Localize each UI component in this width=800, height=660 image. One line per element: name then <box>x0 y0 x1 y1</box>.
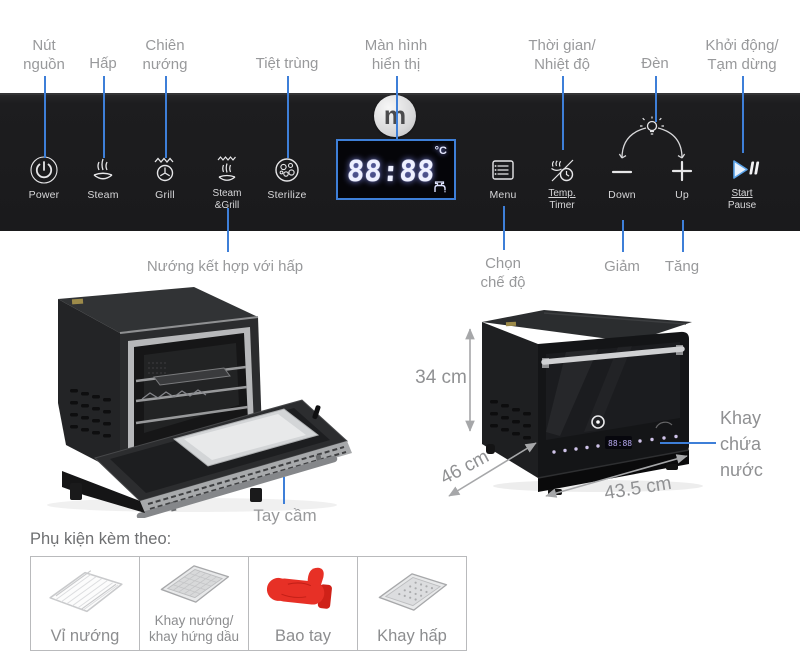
steam-icon <box>61 153 145 187</box>
accessory-label: Khay nướng/ khay hứng dầu <box>148 613 240 644</box>
temp-timer-icon <box>520 153 604 187</box>
callout-down: Giảm <box>604 258 640 275</box>
power-label: Power <box>28 189 60 201</box>
sterilize-button: Sterilize <box>245 153 329 201</box>
callout-line-light <box>655 76 657 122</box>
callout-line-temp-timer <box>562 76 564 150</box>
display-digits: 88:88 <box>346 154 436 188</box>
callout-line-steam <box>103 76 105 158</box>
grill-button: Grill <box>123 153 207 201</box>
height-dimension: 34 cm <box>415 367 467 388</box>
start-pause-label-line1: Start <box>731 188 753 199</box>
callout-line-steam-grill <box>227 208 229 252</box>
menu-icon <box>461 153 545 187</box>
callout-up: Tăng <box>664 258 700 275</box>
callout-line-sterilize <box>287 76 289 158</box>
callout-temp-timer: Thời gian/Nhiệt độ <box>528 37 596 73</box>
sterilize-icon <box>245 153 329 187</box>
callout-steam: Hấp <box>89 55 117 72</box>
callout-light: Đèn <box>641 55 669 72</box>
up-icon <box>640 153 724 187</box>
up-button: Up <box>640 153 724 201</box>
temp-timer-label-line2: Timer <box>549 200 575 211</box>
callout-line-down <box>622 220 624 252</box>
mini-display: 88:88 <box>608 439 632 448</box>
accessories-heading: Phụ kiện kèm theo: <box>30 530 172 548</box>
water-tray-label: Khay chứa nước <box>720 408 763 480</box>
callout-sterilize: Tiệt trùng <box>255 55 319 72</box>
grill-label: Grill <box>155 189 175 201</box>
callout-line-menu <box>503 206 505 250</box>
steam-grill-icon <box>185 153 269 187</box>
steam-button: Steam <box>61 153 145 201</box>
temp-timer-label-line1: Temp. <box>548 188 576 199</box>
faucet-icon <box>434 181 446 193</box>
display-unit: °C <box>434 145 447 157</box>
up-label: Up <box>675 189 689 201</box>
steam-grill-button: Steam &Grill <box>185 153 269 211</box>
callout-line-grill <box>165 76 167 158</box>
callout-line-power <box>44 76 46 158</box>
depth-arrow <box>448 442 537 497</box>
brand-logo: m <box>374 95 416 137</box>
callout-line-handle <box>283 477 285 504</box>
callout-line-up <box>682 220 684 252</box>
accessory-label: Bao tay <box>275 627 331 645</box>
grill-icon <box>123 153 207 187</box>
temp-timer-button: Temp. Timer <box>520 153 604 211</box>
steam-label: Steam <box>87 189 119 201</box>
steam-tray-icon <box>358 557 466 627</box>
menu-button: Menu <box>461 153 545 201</box>
accessory-label: Khay hấp <box>377 627 447 645</box>
accessory-grill-rack: Vỉ nướng <box>31 557 140 650</box>
down-icon <box>580 153 664 187</box>
steam-grill-label-line1: Steam <box>212 188 242 199</box>
accessory-baking-tray: Khay nướng/ khay hứng dầu <box>140 557 249 650</box>
callout-line-start-pause <box>742 76 744 153</box>
oven-display: 88:88 °C <box>336 139 456 200</box>
callout-start-pause: Khởi động/Tạm dừng <box>705 37 779 73</box>
brand-logo-letter: m <box>383 101 407 130</box>
light-icon <box>618 116 686 159</box>
accessory-label: Vỉ nướng <box>50 627 120 645</box>
accessory-steam-tray: Khay hấp <box>358 557 466 650</box>
down-label: Down <box>608 189 636 201</box>
callout-line-display <box>396 76 398 140</box>
start-pause-icon <box>700 153 784 187</box>
menu-label: Menu <box>489 189 517 201</box>
down-button: Down <box>580 153 664 201</box>
width-arrow <box>545 454 688 498</box>
handle-label: Tay cầm <box>253 506 317 525</box>
callout-line-water-tray <box>660 442 716 444</box>
dimension-arrows <box>448 328 688 498</box>
power-button: Power <box>2 153 86 201</box>
accessories-grid: Vỉ nướng Khay nướng/ khay hứng dầu <box>30 556 467 651</box>
sterilize-label: Sterilize <box>267 189 307 201</box>
oven-mitt-icon <box>249 557 357 627</box>
callout-steam-grill: Nướng kết hợp với hấp <box>146 258 304 275</box>
grill-rack-icon <box>31 557 139 627</box>
accessory-oven-mitt: Bao tay <box>249 557 358 650</box>
steam-grill-label-line2: &Grill <box>214 200 240 211</box>
start-pause-label-line2: Pause <box>727 200 757 211</box>
start-pause-button: Start Pause <box>700 153 784 211</box>
oven-open-image <box>47 287 352 518</box>
baking-tray-icon <box>140 555 248 613</box>
